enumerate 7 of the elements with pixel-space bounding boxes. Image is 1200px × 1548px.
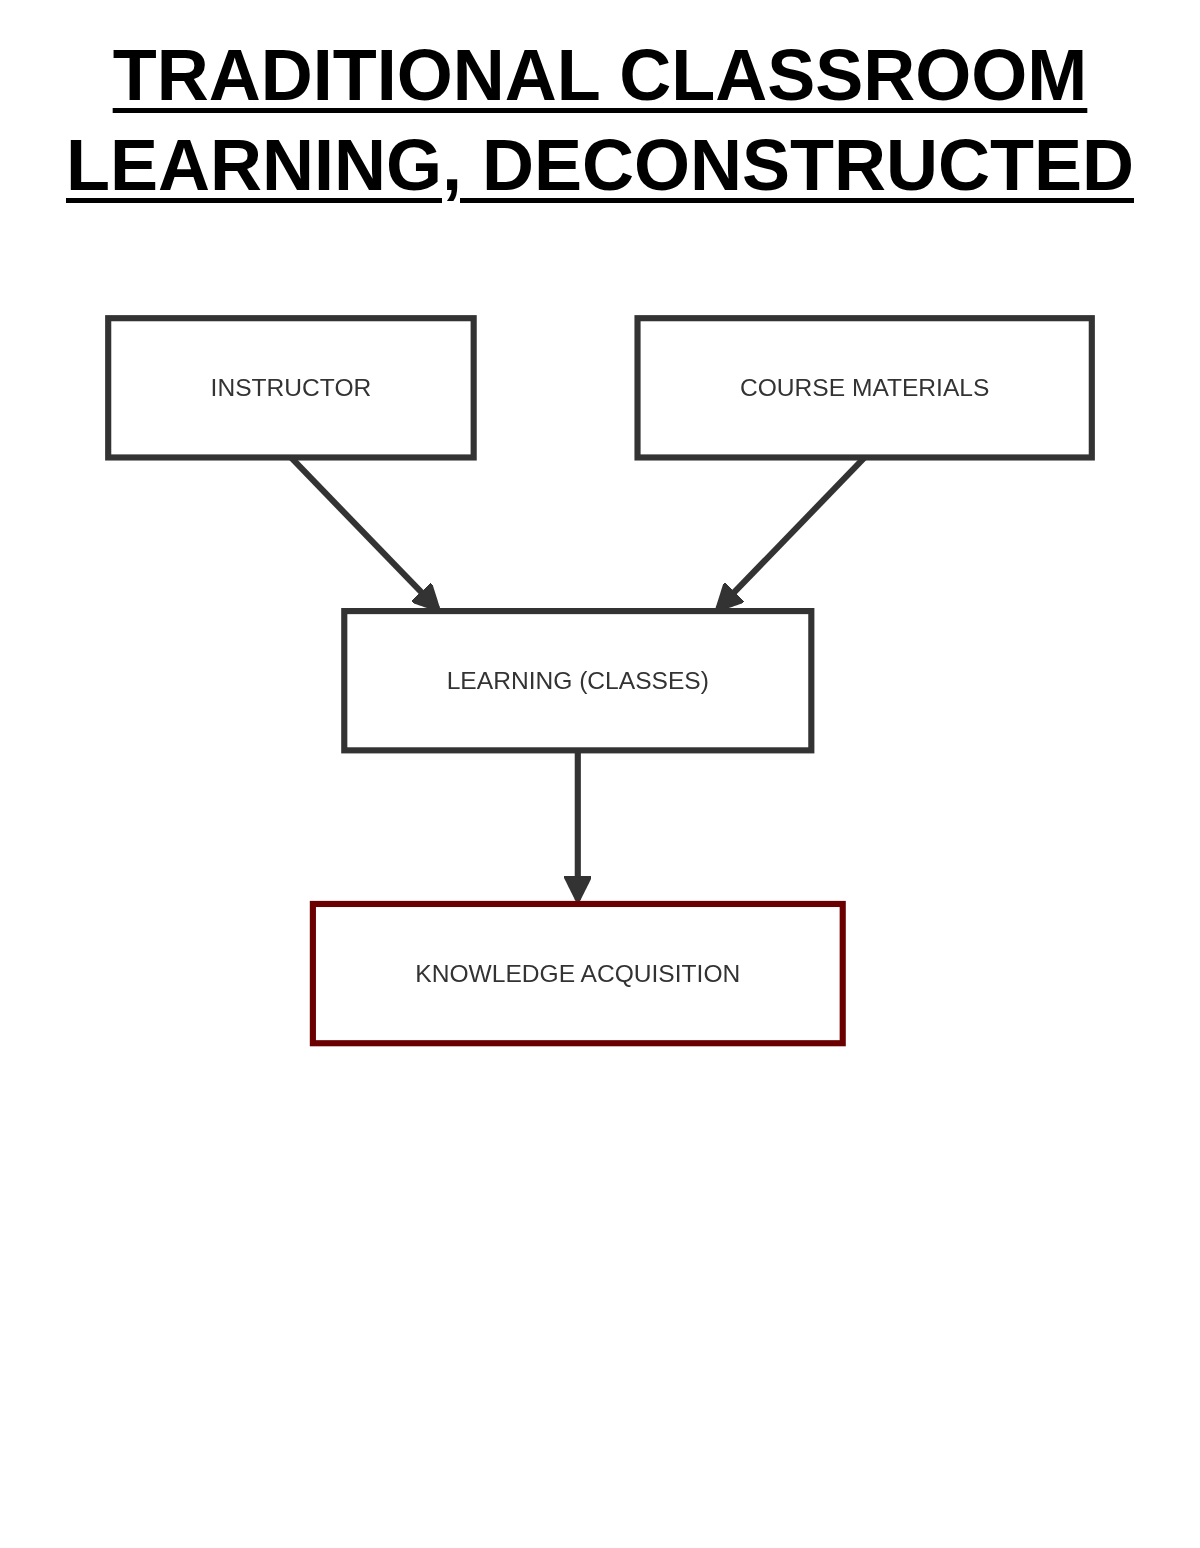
- node-box: [105, 315, 477, 461]
- node-box: [341, 608, 815, 754]
- node-box: [309, 900, 846, 1047]
- title: TRADITIONAL CLASSROOM LEARNING, DECONSTRUCTED: [65, 34, 1135, 207]
- flowchart: INSTRUCTOR COURSE MATERIALS LEARNING (CLASSES) KNOWLEDGE ACQUISITION: [100, 310, 1100, 1052]
- node-box: [634, 315, 1095, 461]
- arrow: [563, 750, 593, 904]
